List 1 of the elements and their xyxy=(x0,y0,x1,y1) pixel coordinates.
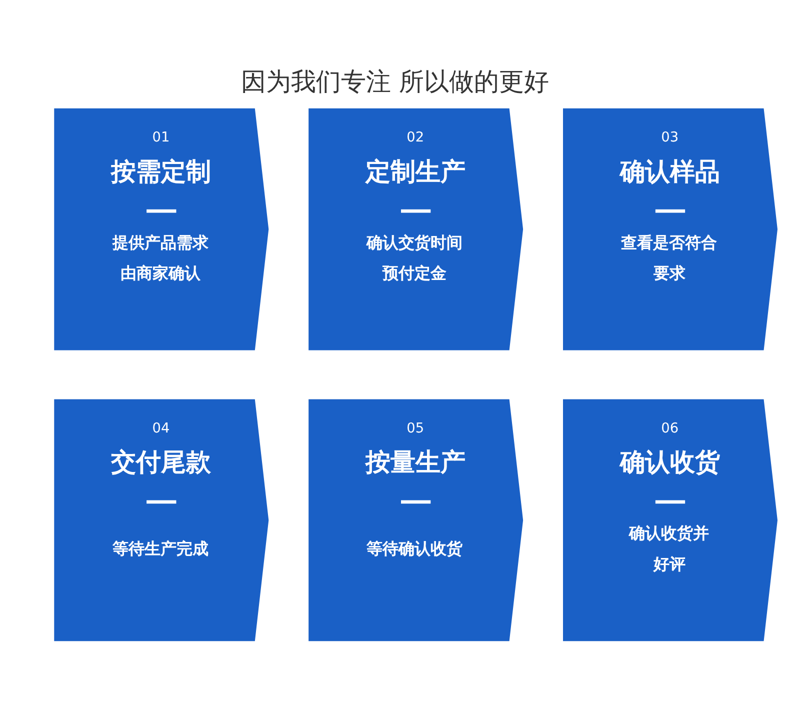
diagram-title: 因为我们专注 所以做的更好 xyxy=(241,67,549,96)
